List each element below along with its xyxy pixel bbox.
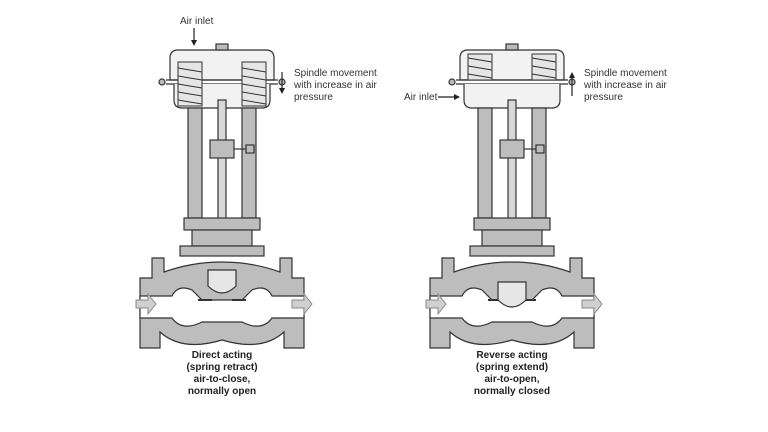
direct-air-inlet-label: Air inlet: [180, 16, 214, 27]
direct-caption: Direct acting (spring retract) air-to-cl…: [186, 350, 258, 397]
direct-spindle-label: Spindle movement with increase in air pr…: [294, 68, 377, 103]
direct-acting-valve: [135, 28, 313, 349]
reverse-caption: Reverse acting (spring extend) air-to-op…: [473, 350, 551, 397]
reverse-air-inlet-label: Air inlet: [404, 92, 438, 103]
reverse-spindle-label: Spindle movement with increase in air pr…: [584, 68, 667, 103]
reverse-acting-valve: [425, 43, 603, 349]
